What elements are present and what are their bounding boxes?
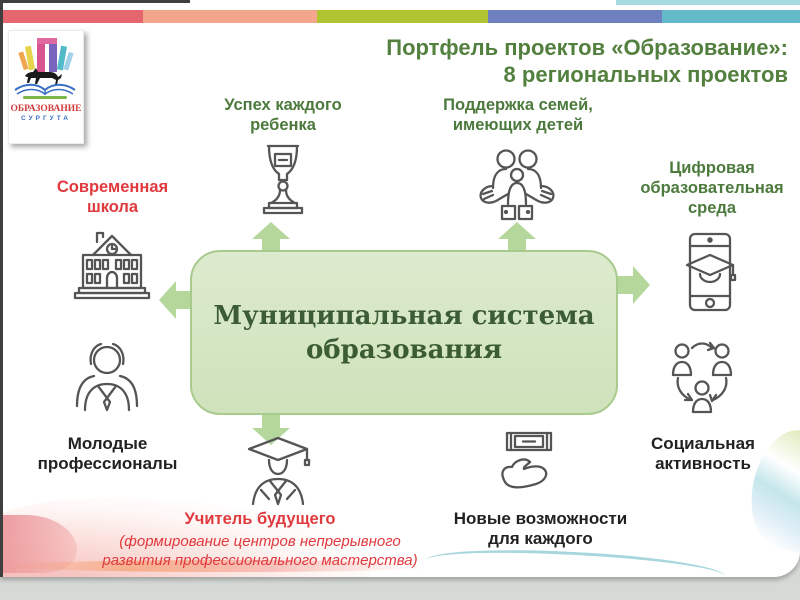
horse-silhouette (25, 68, 62, 85)
bar-segment-red (3, 10, 143, 23)
logo-text-obrazovanie: ОБРАЗОВАНИЕ (10, 104, 82, 114)
label-child-success: Успех каждого ребенка (224, 96, 342, 134)
arrow-up-to-family-support (498, 222, 536, 256)
trophy-cup-icon (248, 140, 318, 223)
top-teal-edge (616, 0, 800, 5)
slide-title-line1: Портфель проектов «Образование»: (386, 35, 788, 60)
bar-segment-blue (488, 10, 662, 23)
hand-with-banknote-icon (490, 428, 566, 511)
slide-title: Портфель проектов «Образование»: 8 регио… (308, 34, 788, 88)
bar-segment-green (317, 10, 488, 23)
arrow-up-to-child-success (252, 222, 290, 256)
bottom-teal-curve (424, 544, 726, 577)
top-dark-edge (0, 0, 190, 3)
slide-title-line2: 8 региональных проектов (503, 62, 788, 87)
label-future-teacher: Учитель будущего (формирование центров н… (60, 509, 460, 570)
central-box-municipal-education-system: Муниципальная система образования (190, 250, 618, 415)
slide: ОБРАЗОВАНИЕ СУРГУТА Портфель проектов «О… (0, 0, 800, 577)
professionals-group-icon (65, 340, 149, 435)
left-dark-edge (0, 0, 3, 577)
label-modern-school: Современная школа (56, 178, 169, 216)
arrow-right-to-digital-environment (616, 266, 650, 304)
smartphone-graduation-icon (676, 230, 744, 319)
bar-segment-teal (662, 10, 800, 23)
label-young-professionals: Молодые профессионалы (37, 434, 178, 473)
label-future-teacher-subtitle: (формирование центров непрерывного разви… (102, 533, 418, 569)
label-family-support: Поддержка семей, имеющих детей (443, 96, 593, 134)
logo-graphic (14, 38, 76, 99)
central-box-line2: образования (305, 334, 503, 365)
label-social-activity: Социальная активность (651, 434, 755, 473)
school-building-icon (70, 221, 154, 308)
people-cycle-icon (660, 338, 744, 437)
label-new-opportunities: Новые возможности для каждого (453, 509, 628, 548)
arrow-down-to-future-teacher (252, 411, 290, 445)
open-book-shape (14, 83, 76, 92)
family-in-hands-icon (475, 145, 559, 230)
top-color-bar (3, 10, 800, 23)
label-digital-environment: Цифровая образовательная среда (640, 159, 784, 217)
obrazovanie-surguta-logo: ОБРАЗОВАНИЕ СУРГУТА (8, 30, 84, 144)
bar-segment-salmon (143, 10, 317, 23)
graduate-person-icon (241, 434, 315, 511)
arrow-left-to-modern-school (159, 281, 193, 319)
central-box-line1: Муниципальная система (213, 300, 595, 331)
logo-text-surguta: СУРГУТА (21, 115, 71, 122)
